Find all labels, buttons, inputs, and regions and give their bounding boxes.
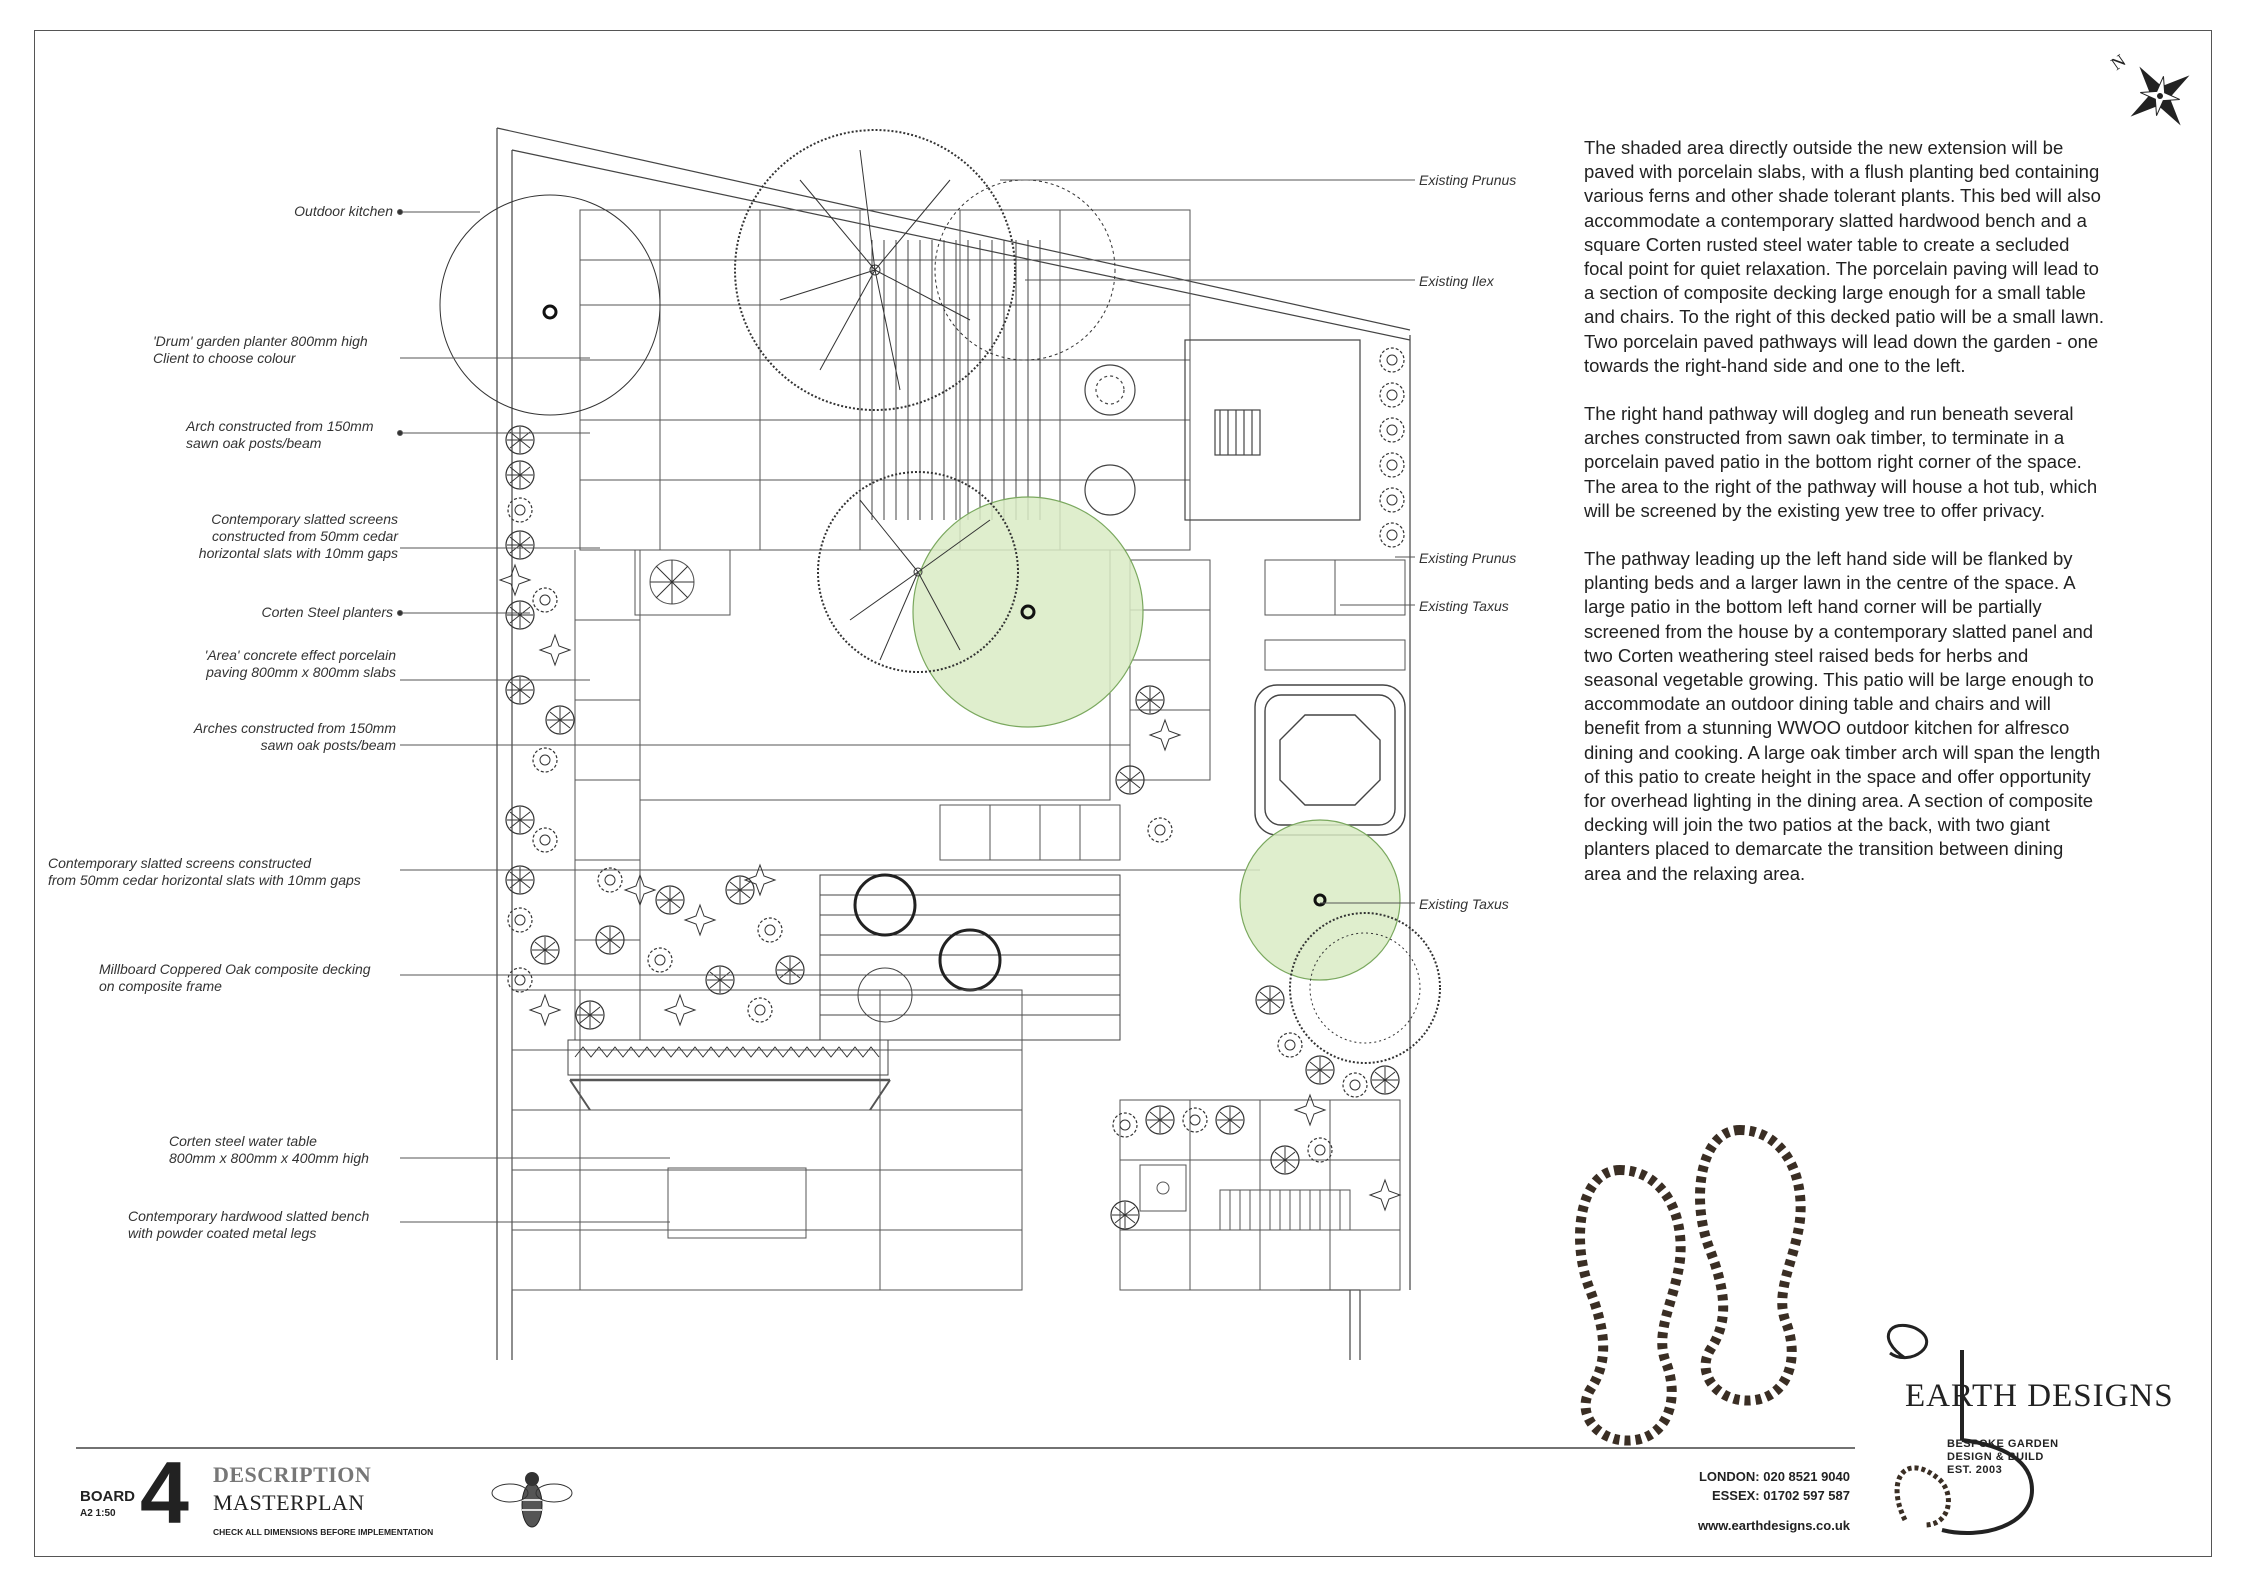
label-slatted-screens-2: Contemporary slatted screens constructed…	[48, 855, 361, 888]
website-link[interactable]: www.earthdesigns.co.uk	[1698, 1518, 1850, 1533]
label-corten-planters: Corten Steel planters	[261, 604, 393, 620]
logo-est: EST. 2003	[1947, 1464, 2003, 1476]
footprints-icon	[1575, 1124, 1806, 1446]
contact-phones: LONDON: 020 8521 9040 ESSEX: 01702 597 5…	[1699, 1467, 1850, 1505]
right-pathway	[1129, 559, 1406, 781]
existing-trees	[912, 496, 1401, 981]
bee-icon	[491, 1472, 573, 1528]
tree-canopies	[439, 129, 1441, 1064]
board-title: DESCRIPTION	[213, 1462, 372, 1487]
board-number: 4	[140, 1443, 189, 1542]
drawing-border	[34, 30, 2212, 1557]
site-boundary	[496, 127, 1411, 1360]
board-scale: A2 1:50	[80, 1508, 116, 1519]
left-pathway	[574, 550, 641, 1040]
bottom-left-patio	[511, 989, 1023, 1291]
earth-designs-logo-icon	[1886, 1323, 2035, 1535]
description-paragraph-2: The right hand pathway will dogleg and r…	[1584, 403, 2098, 521]
porcelain-paving-top	[579, 209, 1191, 551]
london-phone: LONDON: 020 8521 9040	[1698, 1469, 1850, 1484]
board-subtitle: MASTERPLAN	[213, 1490, 365, 1515]
lower-paving	[512, 744, 1260, 871]
dimension-check-note: CHECK ALL DIMENSIONS BEFORE IMPLEMENTATI…	[213, 1527, 434, 1537]
label-existing-taxus-1: Existing Taxus	[1419, 598, 1509, 614]
logo-tagline: BESPOKE GARDEN DESIGN & BUILD EST. 2003	[1947, 1438, 2059, 1477]
description-text: The shaded area directly outside the new…	[1584, 136, 2104, 910]
label-millboard-decking: Millboard Coppered Oak composite decking…	[99, 961, 371, 994]
compass-icon	[2130, 66, 2190, 126]
label-existing-ilex: Existing Ilex	[1419, 273, 1494, 289]
bottom-right-patio	[1119, 1099, 1401, 1291]
description-paragraph-3: The pathway leading up the left hand sid…	[1584, 548, 2101, 884]
leader-lines-right	[1000, 179, 1415, 904]
decking-top	[859, 240, 1041, 520]
label-outdoor-kitchen: Outdoor kitchen	[294, 203, 393, 219]
leader-lines-left	[397, 209, 820, 1223]
essex-phone: ESSEX: 01702 597 587	[1711, 1488, 1850, 1503]
hot-tub	[1254, 684, 1406, 836]
logo-tagline-2: DESIGN & BUILD	[1947, 1451, 2044, 1463]
corten-planter-row	[567, 1039, 889, 1076]
logo-tagline-1: BESPOKE GARDEN	[1947, 1438, 2059, 1450]
label-existing-prunus-1: Existing Prunus	[1419, 172, 1517, 188]
description-paragraph-1: The shaded area directly outside the new…	[1584, 137, 2104, 376]
millboard-decking	[819, 873, 1121, 1041]
planting-left	[499, 425, 805, 1030]
label-existing-prunus-2: Existing Prunus	[1419, 550, 1517, 566]
logo-name: EARTH DESIGNS	[1905, 1378, 2174, 1414]
board-label: BOARD	[80, 1488, 135, 1505]
label-existing-taxus-2: Existing Taxus	[1419, 896, 1509, 912]
top-right-terrace	[1084, 339, 1361, 521]
